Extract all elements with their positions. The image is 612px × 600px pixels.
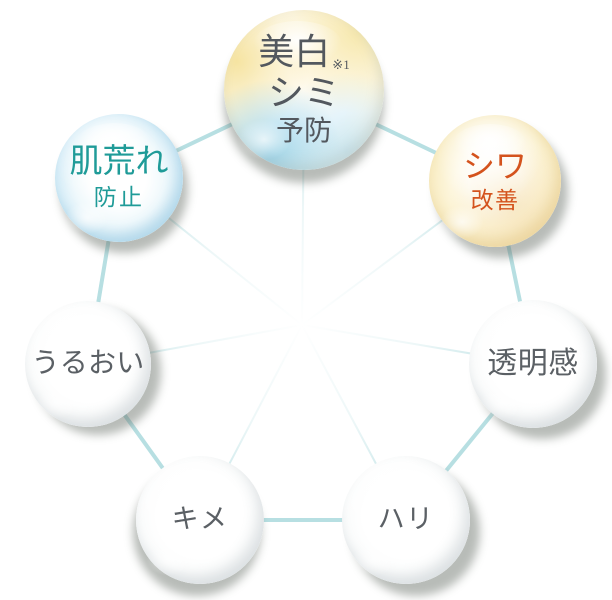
bubble-texture-label: キメ	[172, 504, 229, 535]
bubble-rough-skin-prevention: 肌荒れ 防止	[55, 114, 183, 242]
bubble-texture-line1: キメ	[171, 504, 229, 535]
bubble-wrinkle-improvement: シワ 改善	[429, 115, 561, 247]
bubble-clarity-label: 透明感	[487, 347, 579, 382]
bubble-rough-skin-line1: 肌荒れ	[69, 144, 169, 181]
bubble-wrinkle-line2: 改善	[470, 187, 520, 213]
bubble-wrinkle-line1: シワ	[462, 147, 527, 184]
bubble-texture: キメ	[136, 456, 264, 584]
bubble-rough-skin-line2: 防止	[93, 185, 145, 211]
bubble-moisture-line1: うるおい	[31, 347, 145, 379]
bubble-clarity: 透明感	[469, 300, 597, 428]
bubble-firmness: ハリ	[342, 456, 470, 584]
bubble-moisture-label: うるおい	[31, 348, 144, 380]
footnote-marker: ※1	[332, 56, 350, 72]
bubble-clarity-line1: 透明感	[487, 346, 579, 380]
bubble-whitening-label: 美白※1 シミ 予防	[258, 32, 349, 149]
bubble-firmness-line1: ハリ	[377, 504, 435, 535]
bubble-whitening-line1: 美白	[258, 31, 331, 72]
bubble-wrinkle-label: シワ 改善	[463, 148, 527, 214]
bubble-whitening-spot-prevention: 美白※1 シミ 予防	[224, 10, 384, 170]
bubble-whitening-line3: 予防	[275, 116, 332, 148]
bubble-moisture: うるおい	[25, 301, 151, 427]
bubble-whitening-line2: シミ	[267, 72, 340, 113]
bubble-firmness-label: ハリ	[378, 504, 435, 535]
bubble-rough-skin-label: 肌荒れ 防止	[70, 144, 169, 211]
